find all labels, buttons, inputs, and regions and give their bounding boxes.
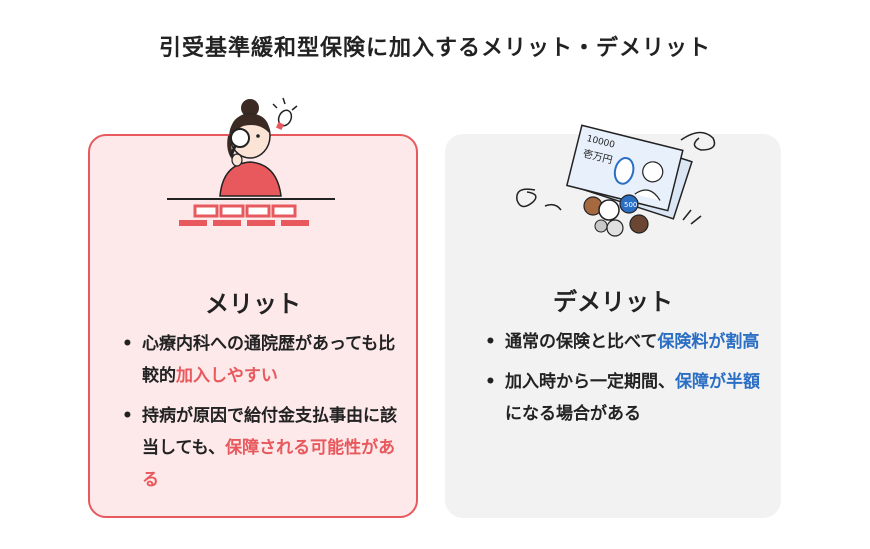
lightbulb-icon: [272, 97, 298, 130]
demerit-list: 通常の保険と比べて保険料が割高 加入時から一定期間、保障が半額になる場合がある: [483, 326, 763, 438]
coin-label: 500: [624, 201, 637, 209]
page-title: 引受基準緩和型保険に加入するメリット・デメリット: [158, 36, 711, 61]
demerit-card: 10000 壱万円 500 デメリット 通常の保険と比べて保険料が割高 加入時か…: [445, 124, 781, 518]
merit-card: メリット 心療内科への通院歴があっても比較的加入しやすい 持病が原因で給付金支払…: [88, 97, 418, 518]
demerit-heading: デメリット: [553, 288, 673, 316]
money-bills-coins-icon: 10000 壱万円 500: [516, 124, 716, 237]
woman-magnifying-glass-icon: [167, 97, 335, 226]
demerit-item-1: 通常の保険と比べて保険料が割高: [483, 326, 763, 358]
merit-heading: メリット: [205, 290, 301, 318]
merit-list: 心療内科への通院歴があっても比較的加入しやすい 持病が原因で給付金支払事由に該当…: [120, 328, 398, 504]
merit-item-2: 持病が原因で給付金支払事由に該当しても、保障される可能性がある: [120, 400, 398, 496]
demerit-item-2: 加入時から一定期間、保障が半額になる場合がある: [483, 366, 763, 430]
merit-item-1: 心療内科への通院歴があっても比較的加入しやすい: [120, 328, 398, 392]
